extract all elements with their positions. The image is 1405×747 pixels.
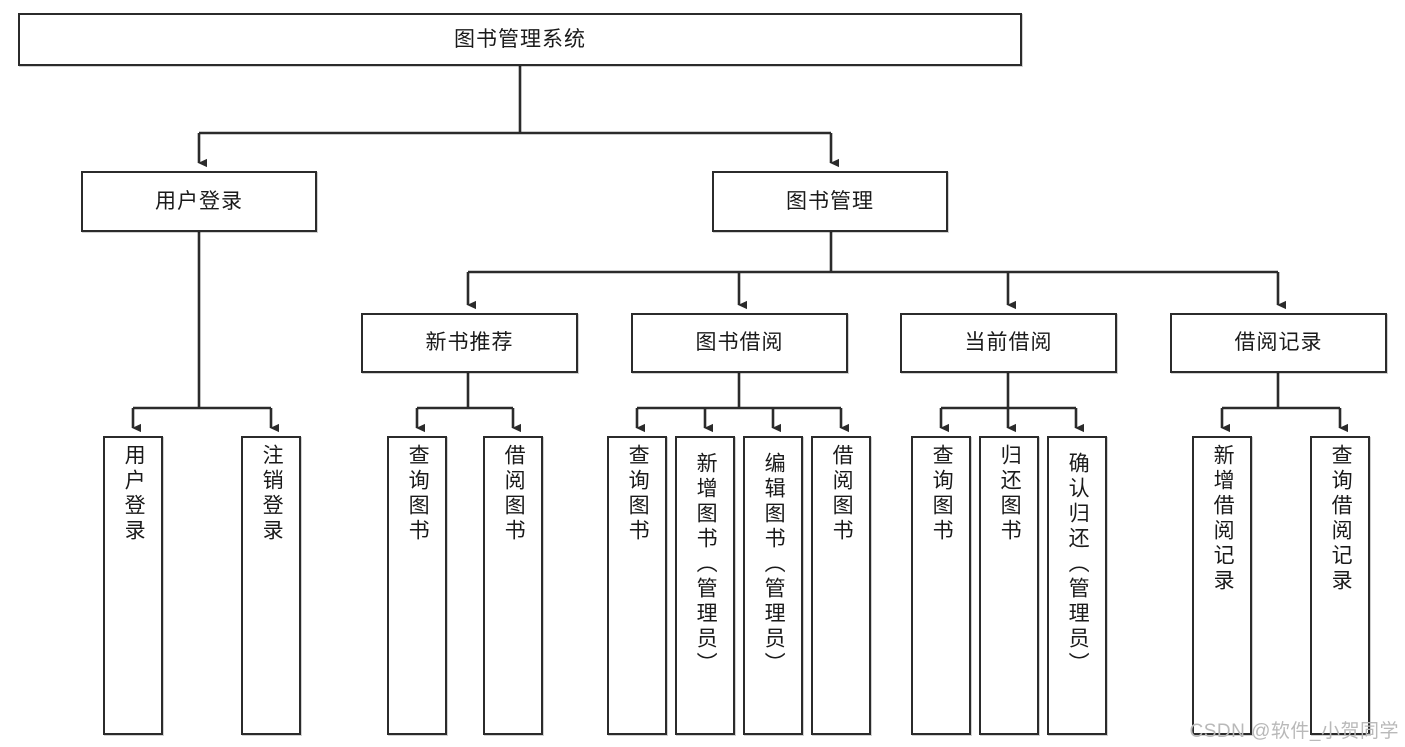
leaf-user-login-signin[interactable]: 用户登录 <box>103 436 163 735</box>
node-new-book-recommendation[interactable]: 新书推荐 <box>361 313 578 373</box>
node-current-borrowing[interactable]: 当前借阅 <box>900 313 1117 373</box>
node-book-borrowing[interactable]: 图书借阅 <box>631 313 848 373</box>
leaf-new-book-query-books[interactable]: 查询图书 <box>387 436 447 735</box>
leaf-user-login-signout[interactable]: 注销登录 <box>241 436 301 735</box>
leaf-current-borrow-return-books[interactable]: 归还图书 <box>979 436 1039 735</box>
node-root-book-management-system[interactable]: 图书管理系统 <box>18 13 1022 66</box>
leaf-new-book-borrow-books[interactable]: 借阅图书 <box>483 436 543 735</box>
leaf-borrow-record-add-record[interactable]: 新增借阅记录 <box>1192 436 1252 735</box>
leaf-current-borrow-confirm-return-admin[interactable]: 确认归还（管理员） <box>1047 436 1107 735</box>
leaf-borrow-record-query-record[interactable]: 查询借阅记录 <box>1310 436 1370 735</box>
leaf-book-borrow-borrow-books[interactable]: 借阅图书 <box>811 436 871 735</box>
node-borrowing-record[interactable]: 借阅记录 <box>1170 313 1387 373</box>
csdn-watermark: CSDN @软件_小贺同学 <box>1189 721 1399 742</box>
node-book-management[interactable]: 图书管理 <box>712 171 948 232</box>
node-user-login[interactable]: 用户登录 <box>81 171 317 232</box>
leaf-current-borrow-query-books[interactable]: 查询图书 <box>911 436 971 735</box>
leaf-book-borrow-query-books[interactable]: 查询图书 <box>607 436 667 735</box>
leaf-book-borrow-edit-book-admin[interactable]: 编辑图书（管理员） <box>743 436 803 735</box>
leaf-book-borrow-add-book-admin[interactable]: 新增图书（管理员） <box>675 436 735 735</box>
